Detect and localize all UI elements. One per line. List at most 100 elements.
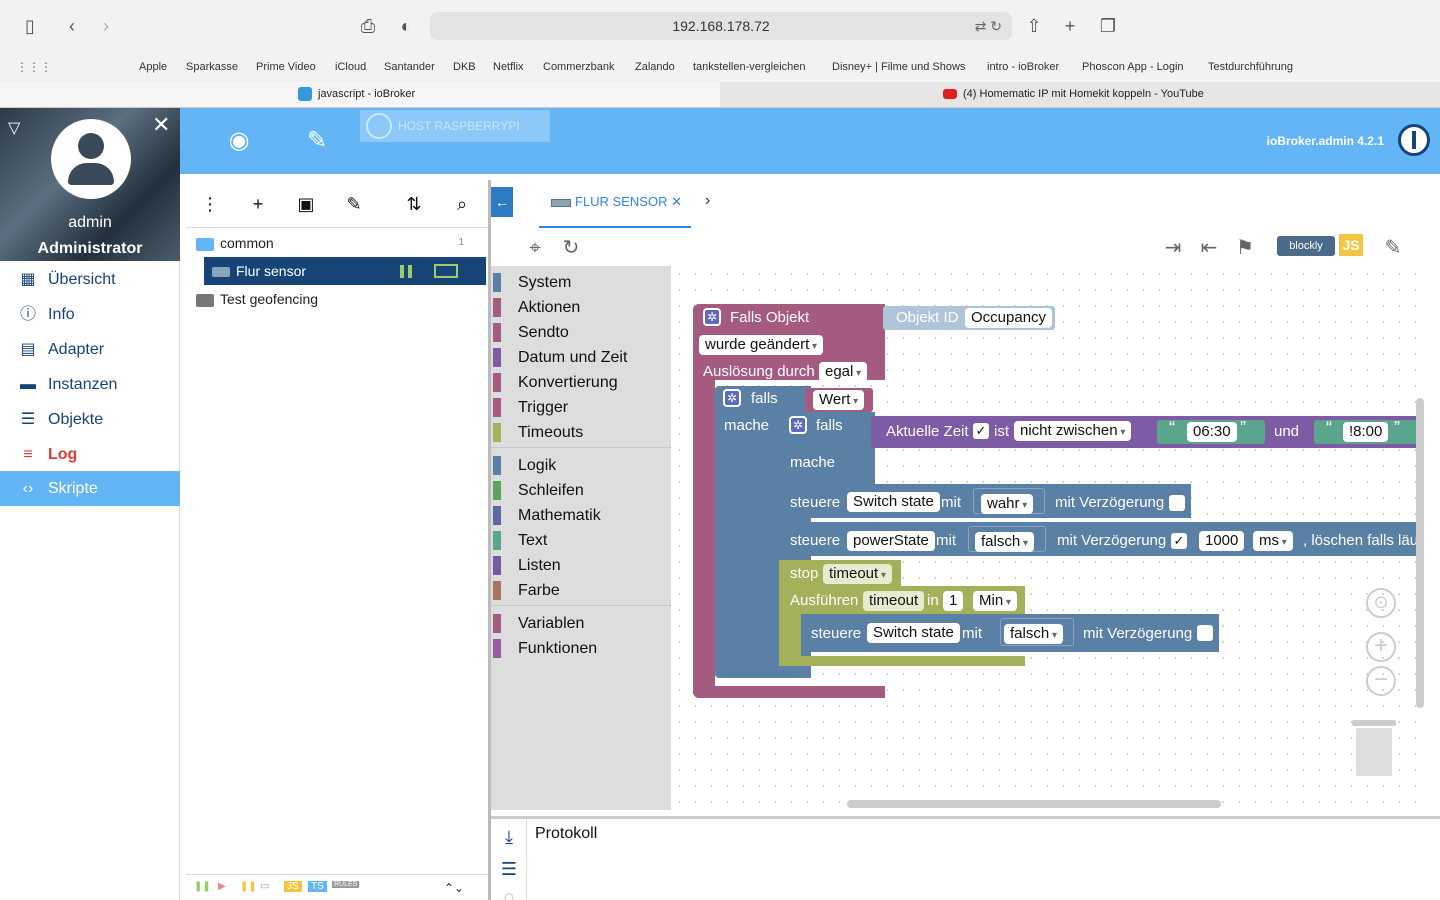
sort-icon[interactable]: ⇅	[406, 194, 422, 214]
panel-divider[interactable]	[488, 180, 491, 900]
tab-overview-icon[interactable]: ❐	[1099, 16, 1117, 36]
stop-timeout-dropdown[interactable]: timeout	[823, 564, 893, 584]
clear-log-icon[interactable]: ◌	[503, 887, 515, 900]
pause-yellow-icon[interactable]: ❚❚	[240, 881, 257, 892]
category-funktionen[interactable]: Funktionen	[491, 636, 671, 661]
gear-icon[interactable]: ✲	[723, 389, 741, 407]
blockly-filter-icon[interactable]: ▭	[260, 881, 270, 892]
time-checkbox[interactable]: ✓	[973, 423, 989, 439]
bookmark[interactable]: Disney+ | Filme und Shows	[832, 61, 966, 73]
forward-icon[interactable]: ›	[103, 16, 109, 36]
add-folder-icon[interactable]: ▣	[297, 194, 315, 214]
tree-folder-common[interactable]: common 1	[186, 229, 486, 257]
category-datum-zeit[interactable]: Datum und Zeit	[491, 345, 671, 370]
pause-filter-icon[interactable]: ❚❚	[194, 881, 211, 892]
horizontal-scrollbar[interactable]	[847, 800, 1221, 808]
eye-icon[interactable]: ◉	[228, 127, 250, 154]
ctrl2-unit-dropdown[interactable]: ms	[1253, 531, 1293, 551]
category-sendto[interactable]: Sendto	[491, 320, 671, 345]
category-variablen[interactable]: Variablen	[491, 611, 671, 636]
reload-icon[interactable]: ⇄ ↻	[974, 18, 1002, 34]
url-bar[interactable]: 192.168.178.72 ⇄ ↻	[430, 12, 1012, 40]
object-id-value[interactable]: Occupancy	[965, 308, 1053, 328]
bookmark[interactable]: tankstellen-vergleichen	[693, 61, 806, 73]
browser-tab-iobroker[interactable]: javascript - ioBroker	[0, 82, 720, 107]
host-badge[interactable]: HOST RASPBERRYPI	[360, 110, 550, 142]
add-script-icon[interactable]: +	[252, 194, 264, 214]
bookmark[interactable]: Phoscon App - Login	[1082, 61, 1184, 73]
end-time-value[interactable]: !8:00	[1343, 422, 1389, 442]
wrench-icon[interactable]: ✎	[306, 127, 328, 154]
triangle-down-icon[interactable]: ▽	[8, 120, 21, 137]
gear-icon[interactable]: ✲	[703, 308, 721, 326]
search-icon[interactable]: ⌕	[456, 194, 468, 214]
browser-tab-youtube[interactable]: (4) Homematic IP mit Homekit koppeln - Y…	[721, 82, 1440, 107]
tree-script-flur-sensor[interactable]: Flur sensor	[204, 257, 486, 285]
center-workspace-icon[interactable]: ⊙	[1366, 588, 1396, 618]
start-time-value[interactable]: 06:30	[1187, 422, 1237, 442]
bookmark[interactable]: Zalando	[635, 61, 675, 73]
vertical-scrollbar[interactable]	[1416, 398, 1424, 708]
ctrl1-state[interactable]: Switch state	[847, 492, 940, 512]
trigger-by-dropdown[interactable]: egal	[819, 362, 868, 382]
category-trigger[interactable]: Trigger	[491, 395, 671, 420]
mode-blockly[interactable]: blockly	[1277, 236, 1335, 256]
scroll-down-icon[interactable]: ⤓	[505, 827, 513, 847]
category-timeouts[interactable]: Timeouts	[491, 420, 671, 445]
ctrl1-value-dropdown[interactable]: wahr	[981, 494, 1034, 514]
wrench-icon[interactable]: ✎	[1384, 237, 1402, 259]
more-vert-icon[interactable]: ⋮	[201, 194, 219, 214]
ctrl2-value-dropdown[interactable]: falsch	[975, 532, 1034, 552]
locate-icon[interactable]: ⌖	[529, 237, 541, 259]
collapse-tree-button[interactable]: ←	[491, 187, 513, 217]
category-logik[interactable]: Logik	[491, 453, 671, 478]
category-schleifen[interactable]: Schleifen	[491, 478, 671, 503]
bookmark[interactable]: Commerzbank	[543, 61, 615, 73]
mode-js[interactable]: JS	[1339, 234, 1363, 256]
bookmark[interactable]: intro - ioBroker	[987, 61, 1060, 73]
category-aktionen[interactable]: Aktionen	[491, 295, 671, 320]
category-listen[interactable]: Listen	[491, 553, 671, 578]
checkered-flag-icon[interactable]: ⚑	[1236, 237, 1254, 259]
bookmark[interactable]: Apple	[139, 61, 168, 73]
nav-item-uebersicht[interactable]: ▦Übersicht	[0, 262, 180, 297]
trash-icon[interactable]	[1352, 720, 1396, 776]
exec-value[interactable]: 1	[943, 591, 964, 611]
bookmark[interactable]: Testdurchführung	[1208, 61, 1293, 73]
category-konvertierung[interactable]: Konvertierung	[491, 370, 671, 395]
nav-item-objekte[interactable]: ☰Objekte	[0, 402, 180, 437]
play-filter-icon[interactable]: ▶	[218, 881, 226, 892]
category-system[interactable]: System	[491, 270, 671, 295]
refresh-icon[interactable]: ↻	[562, 237, 580, 259]
changed-dropdown[interactable]: wurde geändert	[699, 335, 824, 355]
share-icon[interactable]: ⇧	[1026, 16, 1042, 36]
blockly-workspace[interactable]: ✲ Falls Objekt Objekt ID Occupancy wurde…	[671, 266, 1424, 810]
sidebar-toggle-icon[interactable]: ▯	[25, 16, 35, 36]
category-farbe[interactable]: Farbe	[491, 578, 671, 603]
expand-icon[interactable]: ⌃⌄	[444, 881, 465, 895]
import-blocks-icon[interactable]: ⇤	[1200, 237, 1218, 259]
close-tab-icon[interactable]: ✕	[671, 194, 682, 209]
exec-unit-dropdown[interactable]: Min	[973, 591, 1017, 611]
gear-icon[interactable]: ✲	[789, 416, 807, 434]
shield-icon[interactable]: ◐	[400, 16, 412, 36]
zoom-out-icon[interactable]: −	[1366, 666, 1396, 696]
apps-grid-icon[interactable]: ⋮⋮⋮	[16, 60, 52, 74]
list-view-icon[interactable]: ☰	[500, 859, 518, 879]
print-icon[interactable]: ⎙	[360, 16, 376, 36]
category-mathematik[interactable]: Mathematik	[491, 503, 671, 528]
ctrl1-delay-checkbox[interactable]	[1169, 495, 1185, 511]
ctrl3-state[interactable]: Switch state	[867, 623, 960, 643]
zoom-in-icon[interactable]: +	[1366, 632, 1396, 662]
ctrl2-delay-checkbox[interactable]: ✓	[1171, 533, 1187, 549]
back-icon[interactable]: ‹	[69, 16, 75, 36]
edit-icon[interactable]: ✎	[346, 194, 362, 214]
value-dropdown[interactable]: Wert	[813, 390, 865, 410]
new-tab-icon[interactable]: +	[1064, 16, 1076, 36]
js-filter[interactable]: JS	[284, 881, 302, 892]
ts-filter[interactable]: TS	[308, 881, 327, 892]
chevron-right-icon[interactable]: ›	[705, 192, 711, 209]
ctrl2-delay-value[interactable]: 1000	[1199, 531, 1245, 551]
export-blocks-icon[interactable]: ⇥	[1164, 237, 1182, 259]
